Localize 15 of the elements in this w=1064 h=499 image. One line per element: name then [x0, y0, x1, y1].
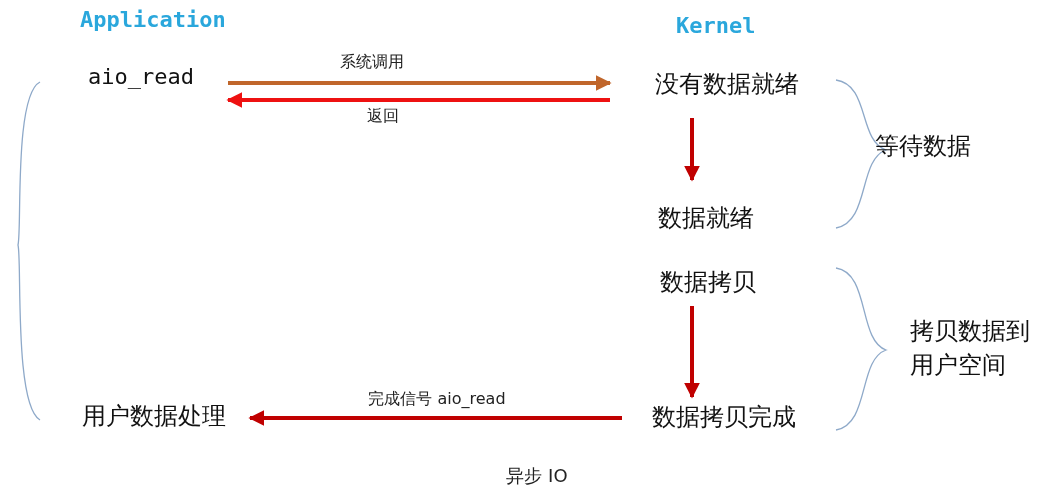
arrow: [226, 92, 610, 108]
arrow: [684, 306, 700, 399]
arrow: [684, 118, 700, 182]
brace-label: 拷贝数据到用户空间: [910, 316, 1031, 381]
step-text: 数据拷贝完成: [652, 402, 796, 433]
step-text: 数据拷贝: [660, 267, 756, 298]
step-text: 没有数据就绪: [655, 69, 799, 100]
step-text: aio_read: [88, 64, 194, 89]
arrow: [228, 75, 612, 91]
step-text: 用户数据处理: [82, 401, 226, 432]
column-heading: Application: [80, 7, 226, 32]
column-heading: Kernel: [676, 13, 756, 38]
arrow: [248, 410, 622, 426]
brace-label: 等待数据: [875, 131, 971, 162]
step-text: 数据就绪: [658, 203, 754, 234]
